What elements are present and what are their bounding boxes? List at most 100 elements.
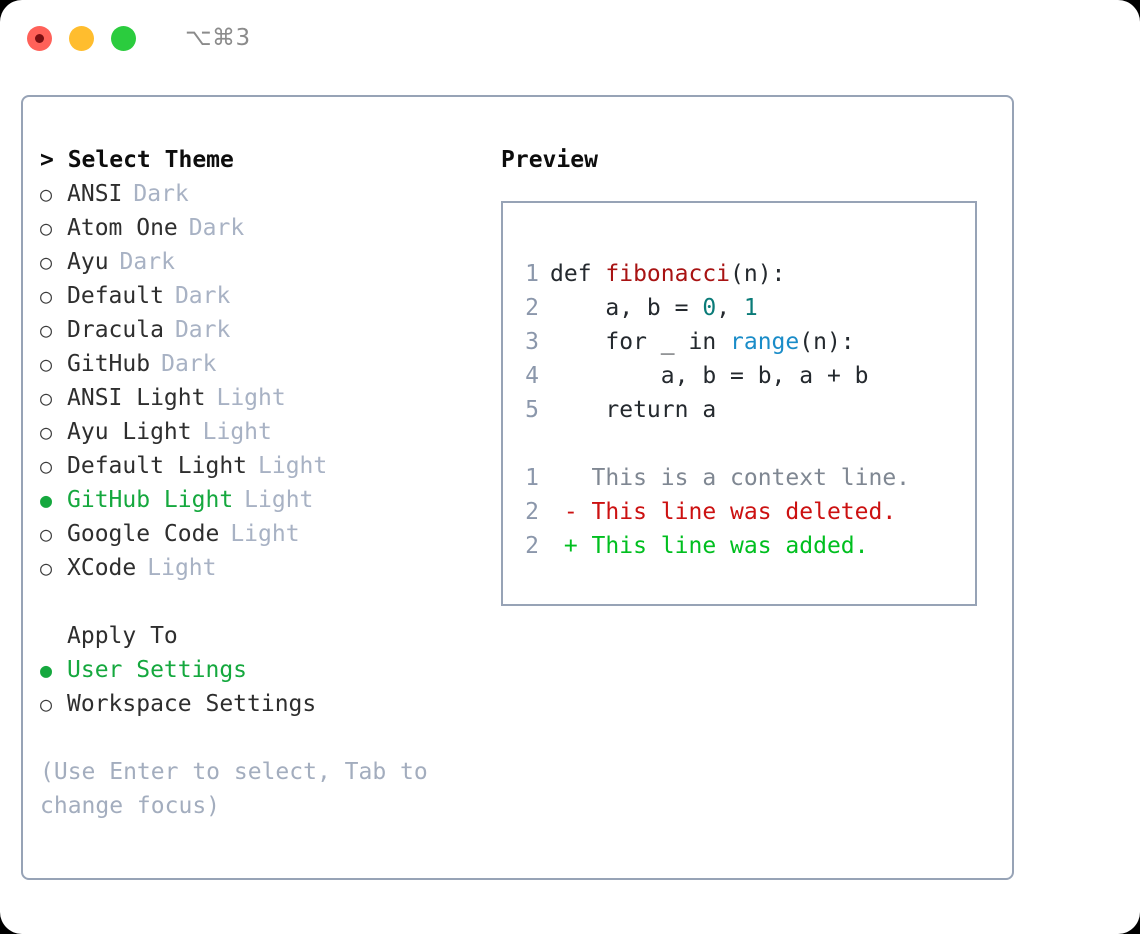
code-token: (n): — [730, 261, 786, 287]
code-line: 1 def fibonacci(n): — [522, 257, 975, 291]
theme-name: Dracula — [67, 317, 164, 343]
diff-line: 2 - This line was deleted. — [522, 495, 975, 529]
radio-icon[interactable]: ○ — [40, 556, 53, 580]
theme-name: XCode — [67, 555, 137, 581]
line-number: 2 — [525, 533, 539, 559]
theme-list-item[interactable]: ○ ANSI Light Light — [40, 381, 488, 415]
line-number: 1 — [525, 261, 539, 287]
traffic-light-group — [27, 25, 136, 51]
code-text: for _ in range(n): — [550, 325, 854, 359]
apply-to-heading: Apply To — [67, 623, 178, 649]
keyboard-hint: (Use Enter to select, Tab to change focu… — [40, 759, 428, 819]
radio-icon[interactable]: ○ — [40, 386, 53, 410]
theme-variant: Light — [230, 521, 300, 547]
code-line: 5 return a — [522, 393, 975, 427]
theme-list-item[interactable]: ○ Default Dark — [40, 279, 488, 313]
code-token: range — [730, 329, 800, 355]
maximize-button[interactable] — [111, 25, 136, 51]
radio-icon[interactable]: ○ — [40, 352, 53, 376]
code-token: 0 — [702, 295, 717, 321]
theme-list-item[interactable]: ○ GitHub Dark — [40, 347, 488, 381]
page-title: > Select Theme — [40, 147, 234, 173]
minimize-button[interactable] — [69, 25, 94, 51]
line-number: 5 — [525, 397, 539, 423]
diff-text: This is a context line. — [550, 465, 911, 491]
apply-to-list[interactable]: ● User Settings ○Workspace Settings — [40, 653, 488, 721]
theme-list-item[interactable]: ○ Ayu Dark — [40, 245, 488, 279]
code-text: def fibonacci(n): — [550, 257, 785, 291]
theme-name: Default Light — [67, 453, 248, 479]
theme-name: GitHub — [67, 351, 151, 377]
theme-name: ANSI Light — [67, 385, 206, 411]
code-token: a, b = b, a + b — [550, 363, 869, 389]
diff-sample: 1 This is a context line.2 - This line w… — [522, 461, 975, 563]
radio-icon[interactable]: ○ — [40, 692, 53, 716]
line-number: 3 — [525, 329, 539, 355]
preview-title: Preview — [501, 147, 598, 173]
theme-name: Ayu Light — [67, 419, 192, 445]
theme-list-item[interactable]: ○ Dracula Dark — [40, 313, 488, 347]
code-token: 1 — [743, 295, 758, 321]
code-text: a, b = 0, 1 — [550, 291, 758, 325]
line-number: 2 — [525, 499, 539, 525]
theme-variant: Dark — [133, 181, 189, 207]
code-line: 4 a, b = b, a + b — [522, 359, 975, 393]
theme-variant: Dark — [119, 249, 175, 275]
theme-name: ANSI — [67, 181, 123, 207]
apply-to-item[interactable]: ○Workspace Settings — [40, 687, 488, 721]
title-bar: ⌥⌘3 — [0, 0, 1140, 76]
radio-icon[interactable]: ○ — [40, 420, 53, 444]
line-number: 2 — [525, 295, 539, 321]
theme-variant: Dark — [174, 317, 231, 343]
theme-name: Atom One — [67, 215, 178, 241]
theme-name: Default — [67, 283, 164, 309]
code-token: for _ in — [550, 329, 731, 355]
theme-variant: Light — [216, 385, 286, 411]
theme-variant: Dark — [161, 351, 217, 377]
line-number: 1 — [525, 465, 539, 491]
code-line: 2 a, b = 0, 1 — [522, 291, 975, 325]
code-text: return a — [550, 393, 716, 427]
radio-icon[interactable]: ○ — [40, 250, 53, 274]
theme-name: GitHub Light — [67, 487, 234, 513]
theme-list-item[interactable]: ○ Default Light Light — [40, 449, 488, 483]
radio-icon[interactable]: ○ — [40, 522, 53, 546]
theme-variant: Dark — [174, 283, 231, 309]
close-icon — [35, 33, 44, 43]
theme-list-item[interactable]: ○ XCode Light — [40, 551, 488, 585]
apply-to-item[interactable]: ● User Settings — [40, 653, 488, 687]
theme-name: Google Code — [67, 521, 220, 547]
radio-icon[interactable]: ● — [40, 658, 53, 682]
radio-icon[interactable]: ○ — [40, 318, 53, 342]
code-token: fibonacci — [605, 261, 731, 287]
radio-icon[interactable]: ○ — [40, 182, 53, 206]
theme-list-item[interactable]: ○ ANSI Dark — [40, 177, 488, 211]
apply-to-label: User Settings — [67, 657, 248, 683]
code-token: a, b = — [550, 295, 703, 321]
code-line: 3 for _ in range(n): — [522, 325, 975, 359]
radio-icon[interactable]: ○ — [40, 284, 53, 308]
theme-name: Ayu — [67, 249, 109, 275]
radio-icon[interactable]: ○ — [40, 216, 53, 240]
theme-variant: Light — [258, 453, 328, 479]
theme-list-item[interactable]: ○ Google Code Light — [40, 517, 488, 551]
close-button[interactable] — [27, 25, 52, 51]
radio-icon[interactable]: ● — [40, 488, 53, 512]
radio-icon[interactable]: ○ — [40, 454, 53, 478]
code-token: def — [550, 261, 606, 287]
theme-variant: Light — [147, 555, 217, 581]
code-text: a, b = b, a + b — [550, 359, 869, 393]
diff-text: - This line was deleted. — [550, 499, 897, 525]
line-number: 4 — [525, 363, 539, 389]
diff-line: 1 This is a context line. — [522, 461, 975, 495]
